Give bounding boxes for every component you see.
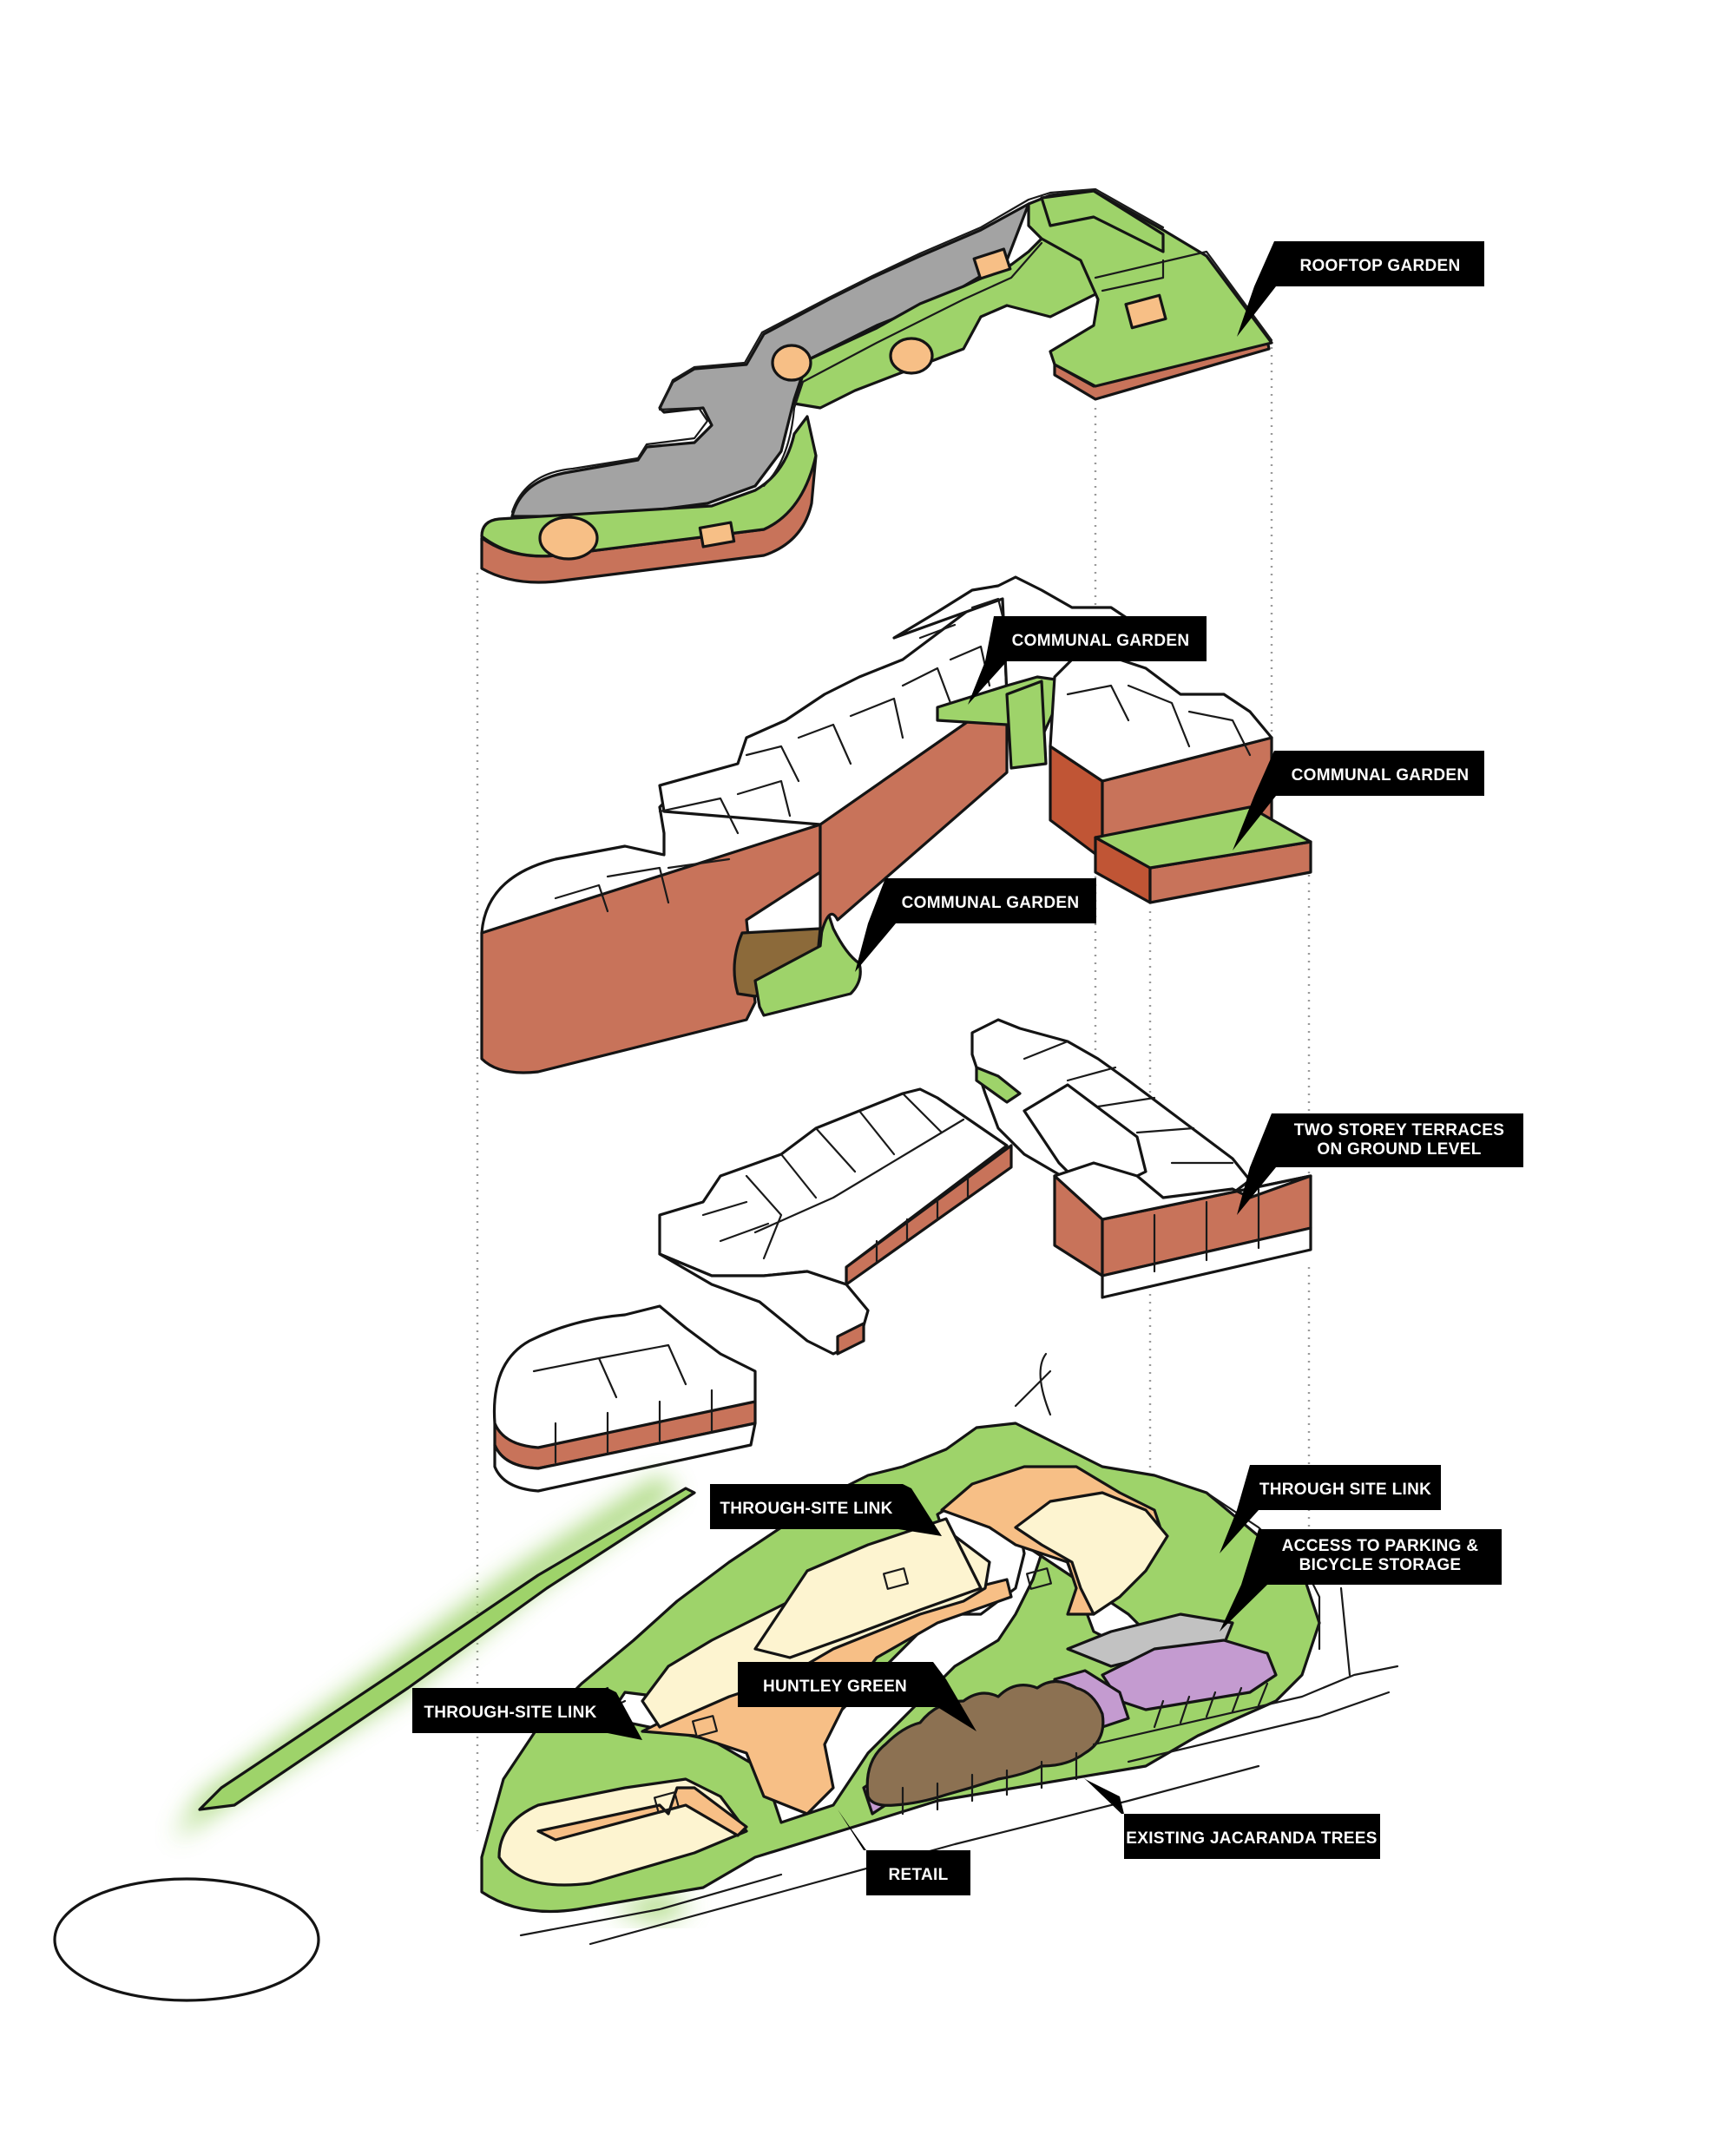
label-line: ON GROUND LEVEL [1317, 1140, 1481, 1159]
label-line: COMMUNAL GARDEN [902, 894, 1080, 912]
roof-terrace-pad [540, 517, 597, 559]
label-through-site-link-top: THROUGH-SITE LINK [720, 1500, 892, 1518]
roof-terrace-pad [700, 522, 733, 547]
label-line: RETAIL [889, 1866, 949, 1884]
callout-through-site-link-left: THROUGH-SITE LINK [412, 1688, 642, 1740]
label-line: ACCESS TO PARKING & [1282, 1537, 1479, 1555]
label-through-site-link-right: THROUGH SITE LINK [1259, 1481, 1431, 1499]
label-line: BICYCLE STORAGE [1299, 1556, 1462, 1574]
label-rooftop-garden: ROOFTOP GARDEN [1299, 257, 1460, 275]
callout-communal-garden-left: COMMUNAL GARDEN [855, 878, 1096, 972]
label-line: ROOFTOP GARDEN [1299, 257, 1460, 275]
upper-terraced-greens [1007, 681, 1046, 768]
label-existing-jacaranda: EXISTING JACARANDA TREES [1126, 1829, 1377, 1848]
callout-rooftop-garden: ROOFTOP GARDEN [1237, 241, 1484, 337]
label-communal-garden-left: COMMUNAL GARDEN [902, 894, 1080, 912]
label-communal-garden-top: COMMUNAL GARDEN [1012, 632, 1190, 650]
label-line: TWO STOREY TERRACES [1294, 1121, 1505, 1139]
label-line: COMMUNAL GARDEN [1292, 766, 1470, 785]
terrace-level [495, 1020, 1312, 1491]
roundabout [55, 1879, 319, 2000]
label-communal-garden-right: COMMUNAL GARDEN [1292, 766, 1470, 785]
label-huntley-green: HUNTLEY GREEN [763, 1678, 907, 1696]
label-line: COMMUNAL GARDEN [1012, 632, 1190, 650]
label-line: HUNTLEY GREEN [763, 1678, 907, 1696]
label-retail: RETAIL [889, 1866, 949, 1884]
label-line: THROUGH-SITE LINK [424, 1704, 596, 1722]
label-access-parking: ACCESS TO PARKING &BICYCLE STORAGE [1282, 1537, 1479, 1574]
callout-existing-jacaranda: EXISTING JACARANDA TREES [1081, 1775, 1380, 1859]
label-line: THROUGH-SITE LINK [720, 1500, 892, 1518]
label-line: THROUGH SITE LINK [1259, 1481, 1431, 1499]
label-line: EXISTING JACARANDA TREES [1126, 1829, 1377, 1848]
label-through-site-link-left: THROUGH-SITE LINK [424, 1704, 596, 1722]
roof-terrace-pad [891, 338, 932, 373]
roof-terrace-pad [773, 345, 811, 380]
roof-level [482, 189, 1272, 582]
callout-through-site-link-top: THROUGH-SITE LINK [710, 1484, 942, 1536]
roof-grey-area [512, 204, 1029, 516]
